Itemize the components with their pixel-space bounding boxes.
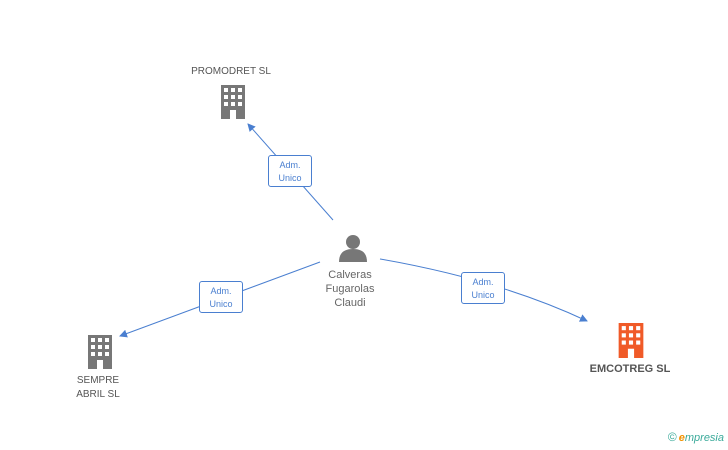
role-badge-sempre: Adm. Unico bbox=[199, 281, 243, 313]
role-badge-promodret: Adm. Unico bbox=[268, 155, 312, 187]
empresia-logo: ©empresia bbox=[667, 430, 724, 444]
building-icon[interactable] bbox=[86, 335, 114, 369]
building-icon[interactable] bbox=[616, 323, 646, 358]
company-label-sempre[interactable]: SEMPRE ABRIL SL bbox=[76, 375, 120, 400]
person-icon[interactable] bbox=[338, 234, 368, 262]
role-badge-emcotreg: Adm. Unico bbox=[461, 272, 505, 304]
building-icon[interactable] bbox=[219, 85, 247, 119]
person-label[interactable]: Calveras Fugarolas Claudi bbox=[325, 269, 375, 309]
company-label-emcotreg[interactable]: EMCOTREG SL bbox=[589, 363, 671, 375]
company-label-promodret[interactable]: PROMODRET SL bbox=[191, 66, 271, 77]
copyright-icon: © bbox=[667, 430, 677, 444]
